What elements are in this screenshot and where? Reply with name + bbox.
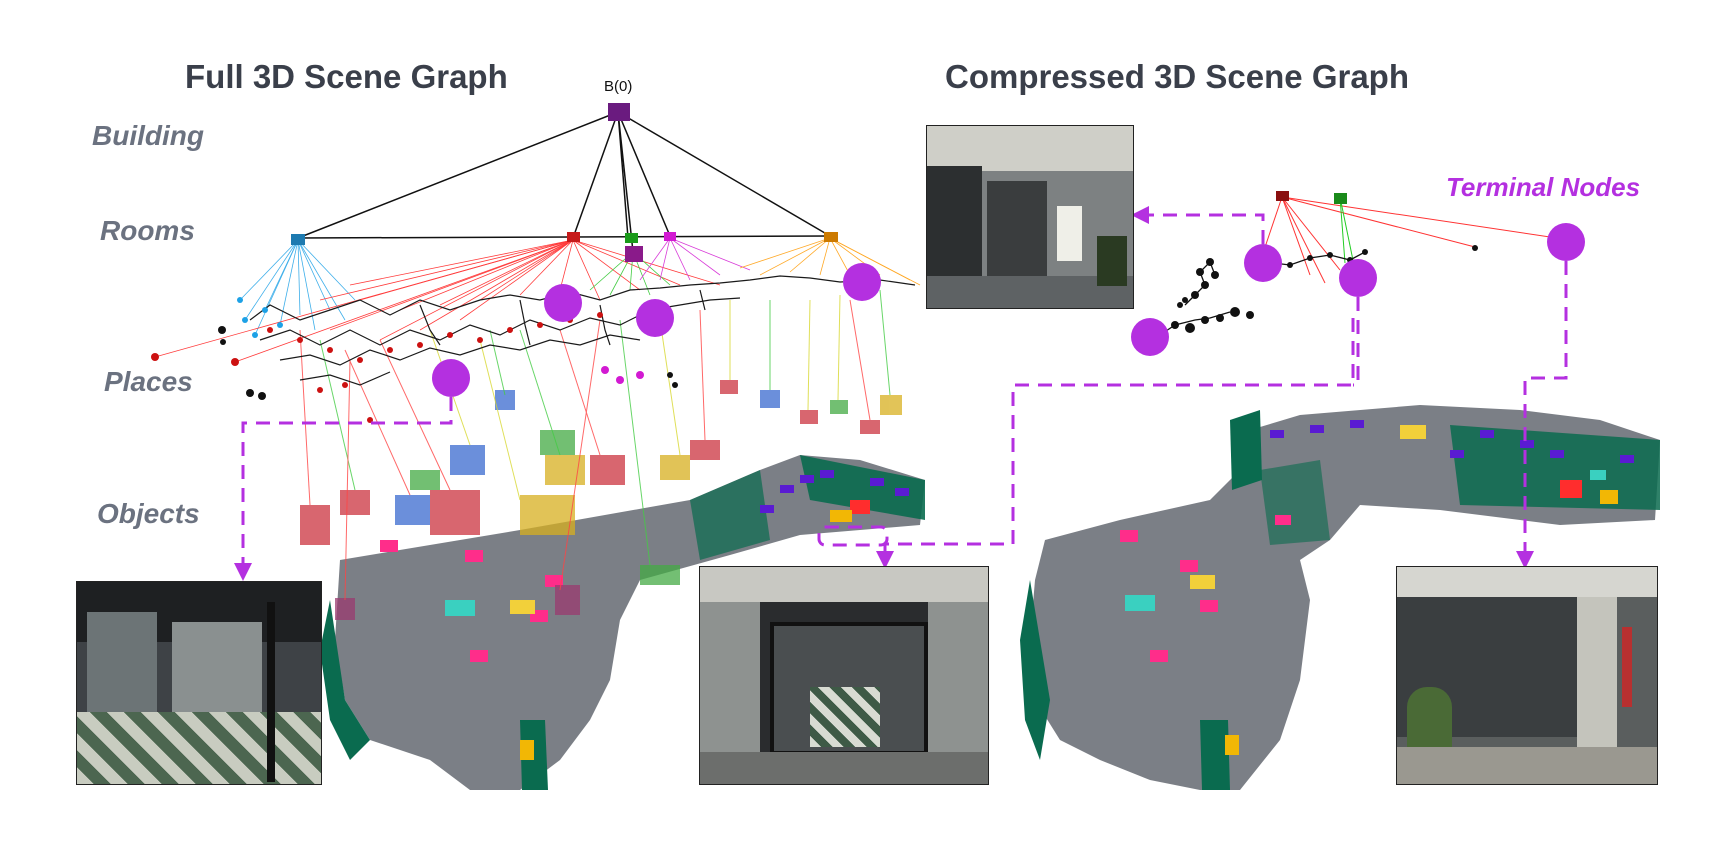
full-graph-title: Full 3D Scene Graph [185, 58, 508, 95]
building-node [608, 103, 630, 121]
photo-office-checkered-floor [76, 581, 322, 785]
place-nodes-disconnected [218, 326, 678, 400]
terminal-nodes-full [432, 263, 881, 397]
photo-lobby-glass-doors [699, 566, 989, 785]
terminal-links-compressed [1131, 206, 1568, 569]
compressed-map-floor [1020, 405, 1660, 790]
place-nodes-blue [237, 297, 283, 338]
object-layer-boxes [300, 380, 902, 620]
full-map-floor [320, 455, 925, 790]
room-place-edges [154, 237, 921, 363]
building-node-label: B(0) [604, 78, 633, 95]
place-nodes-magenta [601, 366, 644, 384]
layer-label-objects: Objects [97, 498, 200, 529]
building-room-edges [297, 111, 831, 253]
layer-label-building: Building [92, 120, 204, 151]
compressed-room-nodes [1276, 191, 1347, 204]
compressed-place-nodes [1171, 245, 1478, 333]
compressed-graph-title: Compressed 3D Scene Graph [945, 58, 1409, 95]
photo-office-plant [1396, 566, 1658, 785]
photo-hallway-windows [926, 125, 1134, 309]
terminal-links-full [234, 318, 1355, 581]
terminal-nodes-compressed [1131, 223, 1585, 356]
compressed-graph-edges [1259, 196, 1571, 284]
room-nodes [291, 232, 838, 262]
terminal-nodes-label: Terminal Nodes [1446, 172, 1641, 202]
layer-label-rooms: Rooms [100, 215, 195, 246]
layer-label-places: Places [104, 366, 193, 397]
